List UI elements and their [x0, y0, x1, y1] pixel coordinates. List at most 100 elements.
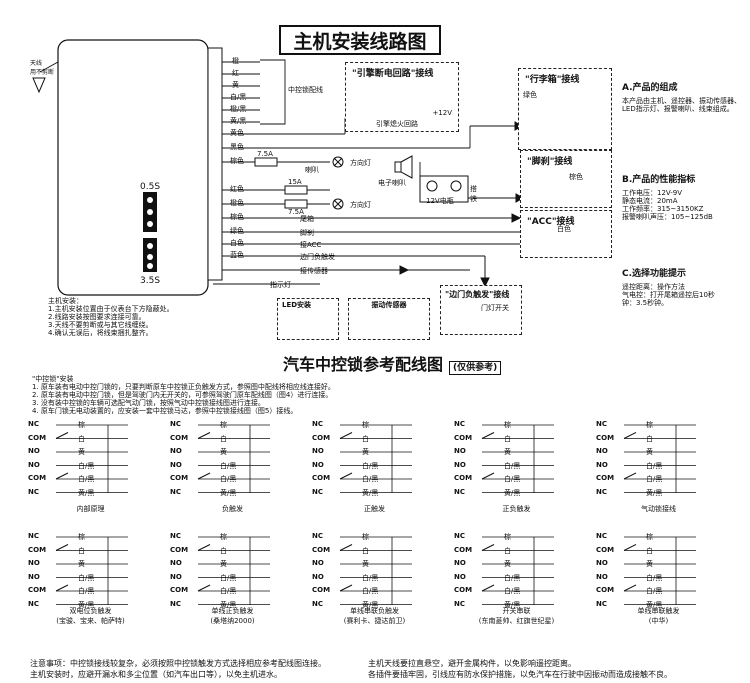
relay-wiring-svg [623, 424, 696, 493]
relay-pin-label: COM [312, 433, 331, 442]
footer-right: 主机天线要拉直悬空，避开金属构件，以免影响遥控距离。 各插件要插牢固，引线应有防… [368, 658, 748, 680]
relay-wire-label: 黄 [504, 448, 511, 456]
ignition-box-title: "引擎断电回路"接线 [352, 69, 434, 79]
relay-wire-label: 棕 [362, 421, 369, 429]
relay-wire-label: 白/黑 [78, 461, 95, 470]
relay-pin-label: NO [454, 460, 466, 469]
host-unit [57, 39, 209, 296]
relay-pin-label: NO [596, 559, 608, 567]
relay-pin-label: COM [596, 433, 615, 442]
relay-wire-label: 棕 [646, 421, 653, 429]
relay-wire-label: 棕 [504, 421, 511, 429]
wire-label: 棕色 [230, 213, 244, 221]
relay-contact [339, 584, 353, 592]
trunk-box-sub: 绿色 [523, 91, 537, 99]
relay-pin-label: NC [596, 487, 607, 496]
footer-line: 注意事项：中控锁接线较复杂，必须按照中控锁触发方式选择相应参考配线图连接。 [30, 659, 326, 668]
wire-label: 黑色 [230, 143, 244, 151]
sensor-box: 振动传感器 [348, 298, 430, 340]
section2-intro: "中控锁"安装 1. 原车装有电动中控门锁的，只要判断原车中控锁正负触发方式，参… [32, 375, 592, 415]
relay-wire-label: 白/黑 [362, 461, 379, 470]
relay-wire-label: 白/黑 [220, 461, 237, 470]
relay-pin-label: COM [170, 474, 189, 482]
relay-wire-label: 白/黑 [78, 475, 95, 483]
relay-wire-label: 黄 [362, 560, 369, 568]
relay-contact [197, 544, 211, 551]
relay-contact [481, 472, 495, 480]
relay-wire-label: 白/黑 [362, 587, 379, 595]
info-c-row: 气电控：打开尾箱遥控后10秒 [622, 291, 715, 299]
relay-wire-label: 白 [220, 546, 227, 555]
relay-pin-label: COM [28, 586, 47, 594]
sensor-wire-label: 接传感器 [300, 267, 328, 275]
relay-pin-label: NC [28, 487, 39, 496]
relay-contact [481, 544, 495, 551]
horn-label: 喇叭 [305, 166, 319, 174]
relay-wire-label: 棕 [220, 421, 227, 429]
relay-pin-label: NC [28, 532, 39, 540]
fuse-label: 7.5A [288, 208, 304, 216]
relay-caption: 气动锁接线 [641, 505, 676, 513]
relay-wire-label: 黄 [220, 560, 227, 568]
info-c: C.选择功能提示 遥控距离：操作方法 气电控：打开尾箱遥控后10秒 钟：3.5秒… [622, 266, 747, 307]
relay-wire-label: 白/黑 [362, 475, 379, 483]
ignition-box-sub: 引擎熄火回路 [376, 120, 418, 128]
relay-pin-label: NO [454, 559, 466, 567]
relay-caption: 内部原理 [76, 505, 105, 513]
siren-icon [394, 155, 413, 179]
info-a-text: 本产品由主机、遥控器、振动传感器、LED指示灯、报警喇叭、线束组成。 [622, 97, 741, 113]
antenna-icon [32, 61, 59, 94]
relay-pin-label: NO [170, 572, 182, 581]
relay-wire-label: 黄 [504, 560, 511, 568]
relay-contact [623, 432, 637, 439]
acc-wire-label: 接ACC [300, 241, 322, 249]
wire-label: 橙/黑 [230, 105, 247, 113]
relay-wire-label: 棕 [78, 421, 85, 429]
relay-pin-label: NC [312, 532, 323, 540]
wire-label: 黄色 [230, 129, 244, 137]
relay-pin-label: COM [454, 474, 473, 482]
info-c-title: C.选择功能提示 [622, 269, 687, 279]
lock-wiring-label: 中控锁配线 [288, 86, 323, 94]
intro-line: 4. 原车门锁无电动装置的，应安装一套中控锁马达，参照中控锁接线图（图5）接线。 [32, 407, 298, 415]
intro-line: "中控锁"安装 [32, 375, 74, 383]
relay-wire-label: 白 [78, 434, 85, 443]
relay-wire-label: 白/黑 [220, 587, 237, 595]
ground-label: 搭铁 [470, 185, 477, 203]
relay-wire-label: 白/黑 [646, 461, 663, 470]
brake-box-title: "脚刹"接线 [527, 157, 573, 167]
relay-wire-label: 白 [504, 434, 511, 443]
footer-line: 主机天线要拉直悬空，避开金属构件，以免影响遥控距离。 [368, 659, 576, 668]
relay-contact [197, 584, 211, 592]
relay-contact [55, 432, 69, 439]
relay-wiring-svg [55, 536, 128, 605]
trunk-wire-label: 尾箱 [300, 215, 314, 223]
brake-box: "脚刹"接线 棕色 [520, 150, 612, 208]
relay-pin-label: NC [596, 599, 607, 608]
note-line: 2.线路安装按图要求连接可靠。 [48, 313, 146, 321]
relay-pin-label: NO [312, 559, 324, 567]
relay-pin-label: COM [170, 545, 189, 554]
relay-wire-label: 白/黑 [78, 573, 95, 582]
info-b: B.产品的性能指标 工作电压：12V-9V 静态电流：20mA 工作频率：315… [622, 172, 747, 221]
turn-signal-label: 方向灯 [350, 201, 371, 209]
relay-pin-label: NO [312, 460, 324, 469]
wire-label: 蓝色 [230, 251, 244, 259]
relay-wire-label: 白 [220, 434, 227, 443]
relay-caption: 单线正负触发 (桑塔纳2000) [210, 607, 255, 625]
info-b-row: 工作频率：315~3150KZ [622, 205, 704, 213]
relay-pin-label: COM [28, 545, 47, 554]
relay-pin-label: NC [28, 420, 39, 428]
relay-wire-label: 黄 [78, 448, 85, 456]
relay-pin-label: COM [454, 433, 473, 442]
